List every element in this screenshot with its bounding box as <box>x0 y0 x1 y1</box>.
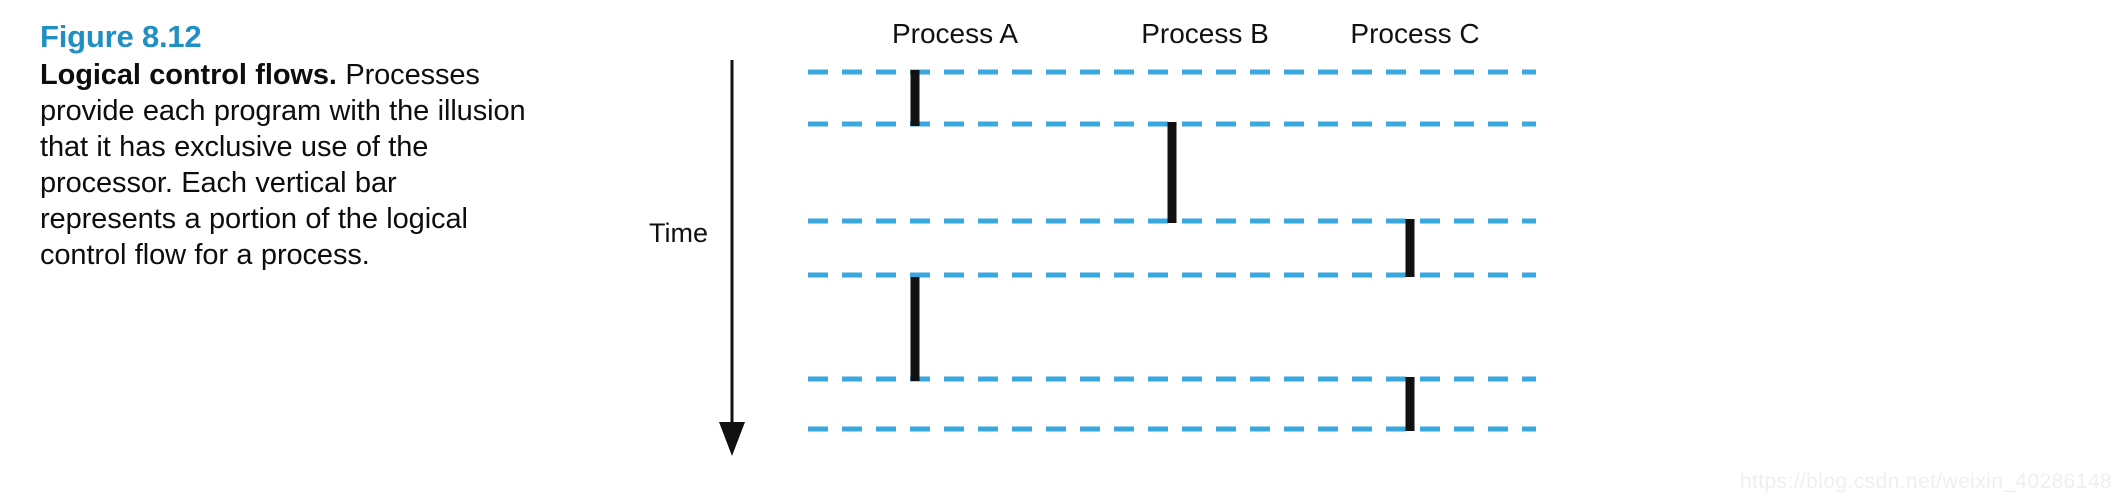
process-column-headers: Process A Process B Process C <box>790 12 1550 60</box>
process-column-header-b: Process B <box>1141 18 1269 49</box>
execution-bars <box>910 70 1415 431</box>
process-timeline-diagram: Process A Process B Process C <box>790 12 1550 462</box>
caption-text: Logical control flows. Processes provide… <box>40 58 540 273</box>
time-axis: Time <box>612 60 792 460</box>
watermark: https://blog.csdn.net/weixin_40286148 <box>1739 470 2112 493</box>
caption-body-text: Processes provide each program with the … <box>40 59 526 271</box>
time-arrow-icon <box>719 60 745 456</box>
time-axis-label: Time <box>649 218 708 248</box>
figure-caption: Figure 8.12 Logical control flows. Proce… <box>40 18 540 273</box>
process-column-header-a: Process A <box>891 18 1019 49</box>
figure-number: Figure 8.12 <box>40 19 202 54</box>
time-grid-lines <box>808 69 1536 432</box>
process-column-header-c: Process C <box>1350 18 1480 49</box>
caption-lead-in: Logical control flows. <box>40 59 337 92</box>
timeline-grid <box>808 69 1536 432</box>
